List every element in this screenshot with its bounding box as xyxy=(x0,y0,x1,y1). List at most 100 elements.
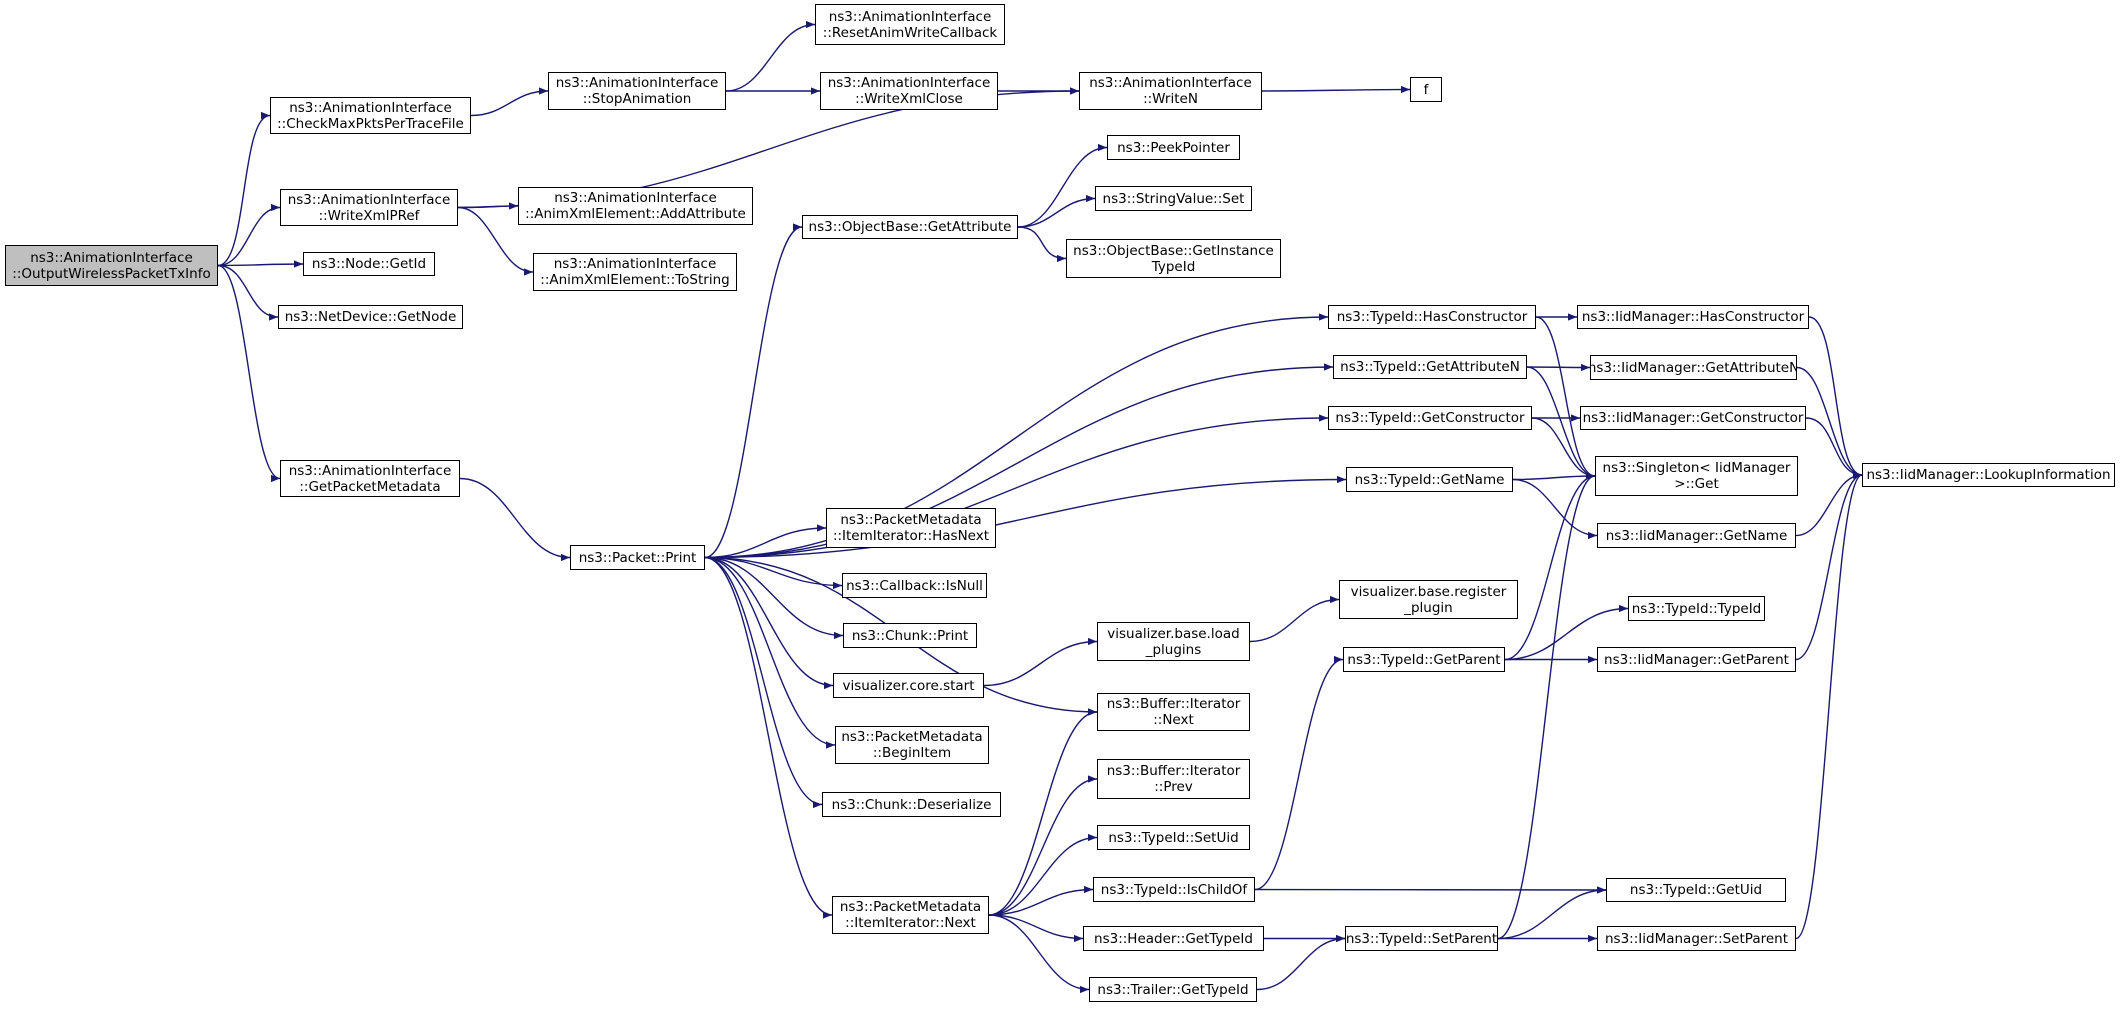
graph-node[interactable]: ns3::Trailer::GetTypeId xyxy=(1089,977,1257,1002)
graph-edge xyxy=(1535,316,1596,480)
graph-node[interactable]: ns3::TypeId::HasConstructor xyxy=(1328,305,1536,329)
graph-node[interactable]: ns3::PeekPointer xyxy=(1107,135,1240,160)
graph-node-label: ns3::IidManager::SetParent xyxy=(1605,930,1788,947)
graph-edge xyxy=(988,885,1094,916)
graph-node-label: ::CheckMaxPktsPerTraceFile xyxy=(277,115,464,132)
graph-edge xyxy=(217,111,271,267)
graph-node-label: ns3::Buffer::Iterator xyxy=(1106,696,1241,712)
graph-node[interactable]: ns3::TypeId::GetAttributeN xyxy=(1333,355,1527,379)
graph-node[interactable]: ns3::AnimationInterface::ResetAnimWriteC… xyxy=(815,4,1005,45)
graph-node-label: ns3::Header::GetTypeId xyxy=(1094,930,1253,947)
graph-node[interactable]: ns3::IidManager::GetConstructor xyxy=(1580,406,1806,430)
graph-node[interactable]: ns3::PacketMetadata::BeginItem xyxy=(835,726,989,764)
graph-node-label: ns3::ObjectBase::GetAttribute xyxy=(808,219,1012,235)
graph-edge xyxy=(1504,472,1596,661)
graph-node[interactable]: ns3::IidManager::GetAttributeN xyxy=(1590,355,1797,380)
graph-node-label: ::WriteXmlClose xyxy=(855,91,963,107)
graph-edge xyxy=(1512,472,1596,481)
graph-edge xyxy=(988,775,1098,916)
graph-node[interactable]: ns3::PacketMetadata::ItemIterator::Next xyxy=(832,896,989,934)
graph-node[interactable]: ns3::Node::GetId xyxy=(303,252,435,276)
graph-edge xyxy=(704,556,823,809)
graph-node-label: ns3::IidManager::GetConstructor xyxy=(1582,410,1804,426)
graph-node[interactable]: f xyxy=(1410,77,1442,102)
graph-node[interactable]: ns3::AnimationInterface::WriteXmlPRef xyxy=(280,189,458,226)
graph-edge xyxy=(704,556,844,640)
graph-node[interactable]: ns3::Header::GetTypeId xyxy=(1083,926,1264,951)
graph-node[interactable]: ns3::IidManager::LookupInformation xyxy=(1862,463,2115,487)
graph-node[interactable]: ns3::TypeId::GetConstructor xyxy=(1328,406,1532,430)
graph-node[interactable]: ns3::AnimationInterface::AnimXmlElement:… xyxy=(533,253,737,291)
graph-node[interactable]: ns3::IidManager::HasConstructor xyxy=(1577,305,1809,329)
graph-node[interactable]: ns3::AnimationInterface::WriteXmlClose xyxy=(820,72,998,110)
graph-node[interactable]: ns3::AnimationInterface::OutputWirelessP… xyxy=(5,245,218,286)
graph-edge xyxy=(704,313,1329,559)
graph-node[interactable]: ns3::Buffer::Iterator::Prev xyxy=(1097,759,1250,799)
graph-edge xyxy=(457,202,519,210)
graph-node-label: ns3::AnimationInterface xyxy=(553,256,717,272)
graph-node[interactable]: ns3::AnimationInterface::StopAnimation xyxy=(548,72,726,110)
graph-node[interactable]: ns3::ObjectBase::GetAttribute xyxy=(802,215,1018,239)
graph-node[interactable]: ns3::TypeId::SetParent xyxy=(1345,926,1498,951)
graph-node-label: ns3::TypeId::HasConstructor xyxy=(1336,309,1528,325)
graph-node[interactable]: ns3::Singleton< IidManager>::Get xyxy=(1595,456,1798,496)
graph-node-label: ns3::PacketMetadata xyxy=(840,512,982,528)
graph-node[interactable]: visualizer.core.start xyxy=(833,673,984,698)
graph-node-label: ::BeginItem xyxy=(872,745,952,761)
graph-node-label: ns3::Buffer::Iterator xyxy=(1106,763,1241,779)
graph-node[interactable]: ns3::Packet::Print xyxy=(570,545,705,570)
graph-edge xyxy=(470,87,549,117)
graph-node[interactable]: visualizer.base.load_plugins xyxy=(1097,622,1250,661)
graph-edge xyxy=(1497,472,1596,940)
graph-node[interactable]: ns3::StringValue::Set xyxy=(1095,186,1252,211)
graph-node-label: ::Prev xyxy=(1154,779,1193,795)
graph-node-label: TypeId xyxy=(1151,258,1196,275)
graph-node-label: ::WriteN xyxy=(1143,91,1198,107)
graph-node-label: ns3::AnimationInterface xyxy=(555,75,719,91)
graph-node[interactable]: ns3::TypeId::GetUid xyxy=(1606,878,1786,902)
graph-edge xyxy=(1808,316,1863,479)
graph-node[interactable]: ns3::AnimationInterface::WriteN xyxy=(1079,72,1262,110)
graph-node[interactable]: ns3::AnimationInterface::GetPacketMetada… xyxy=(280,460,460,497)
graph-node[interactable]: ns3::Chunk::Print xyxy=(843,623,977,648)
graph-node[interactable]: ns3::IidManager::GetParent xyxy=(1597,647,1796,672)
graph-edge xyxy=(704,223,803,559)
graph-node-label: f xyxy=(1423,81,1429,98)
graph-edge xyxy=(1249,595,1340,643)
graph-node-label: ns3::Chunk::Deserialize xyxy=(831,796,992,813)
graph-node-label: ns3::Callback::IsNull xyxy=(846,577,983,594)
graph-node-label: ::GetPacketMetadata xyxy=(299,478,441,495)
graph-edge xyxy=(1512,478,1598,540)
graph-node-label: ns3::AnimationInterface xyxy=(554,190,717,206)
graph-node[interactable]: ns3::AnimationInterface::CheckMaxPktsPer… xyxy=(270,97,471,134)
graph-edge xyxy=(217,203,281,267)
graph-node[interactable]: visualizer.base.register_plugin xyxy=(1339,580,1518,619)
graph-node[interactable]: ns3::Buffer::Iterator::Next xyxy=(1097,693,1250,731)
graph-node[interactable]: ns3::IidManager::SetParent xyxy=(1597,926,1796,951)
graph-edge xyxy=(459,477,571,562)
graph-node-label: ::ItemIterator::Next xyxy=(845,915,976,931)
graph-node-label: ns3::IidManager::GetParent xyxy=(1604,651,1789,668)
graph-node[interactable]: ns3::Chunk::Deserialize xyxy=(822,792,1001,817)
graph-node-label: ns3::AnimationInterface xyxy=(289,99,452,116)
graph-node[interactable]: ns3::AnimationInterface::AnimXmlElement:… xyxy=(518,187,753,225)
graph-node-label: visualizer.core.start xyxy=(842,677,975,694)
graph-node[interactable]: ns3::Callback::IsNull xyxy=(842,573,987,598)
graph-node-label: ns3::TypeId::TypeId xyxy=(1631,600,1762,617)
graph-node[interactable]: ns3::TypeId::SetUid xyxy=(1097,825,1250,850)
graph-node[interactable]: ns3::TypeId::GetParent xyxy=(1343,647,1505,672)
graph-edge xyxy=(988,833,1098,916)
graph-node-label: ns3::Packet::Print xyxy=(578,549,697,566)
graph-node[interactable]: ns3::TypeId::IsChildOf xyxy=(1093,877,1255,902)
graph-node[interactable]: ns3::PacketMetadata::ItemIterator::HasNe… xyxy=(826,508,996,548)
graph-edge xyxy=(1497,886,1607,940)
graph-node[interactable]: ns3::NetDevice::GetNode xyxy=(278,305,463,329)
graph-node[interactable]: ns3::IidManager::GetName xyxy=(1597,523,1796,548)
graph-edge xyxy=(1256,934,1346,991)
graph-edge xyxy=(983,637,1098,687)
graph-node-label: ns3::TypeId::GetUid xyxy=(1629,882,1763,898)
graph-node[interactable]: ns3::TypeId::TypeId xyxy=(1628,596,1765,621)
graph-node[interactable]: ns3::TypeId::GetName xyxy=(1346,467,1513,492)
graph-edge xyxy=(704,414,1329,559)
